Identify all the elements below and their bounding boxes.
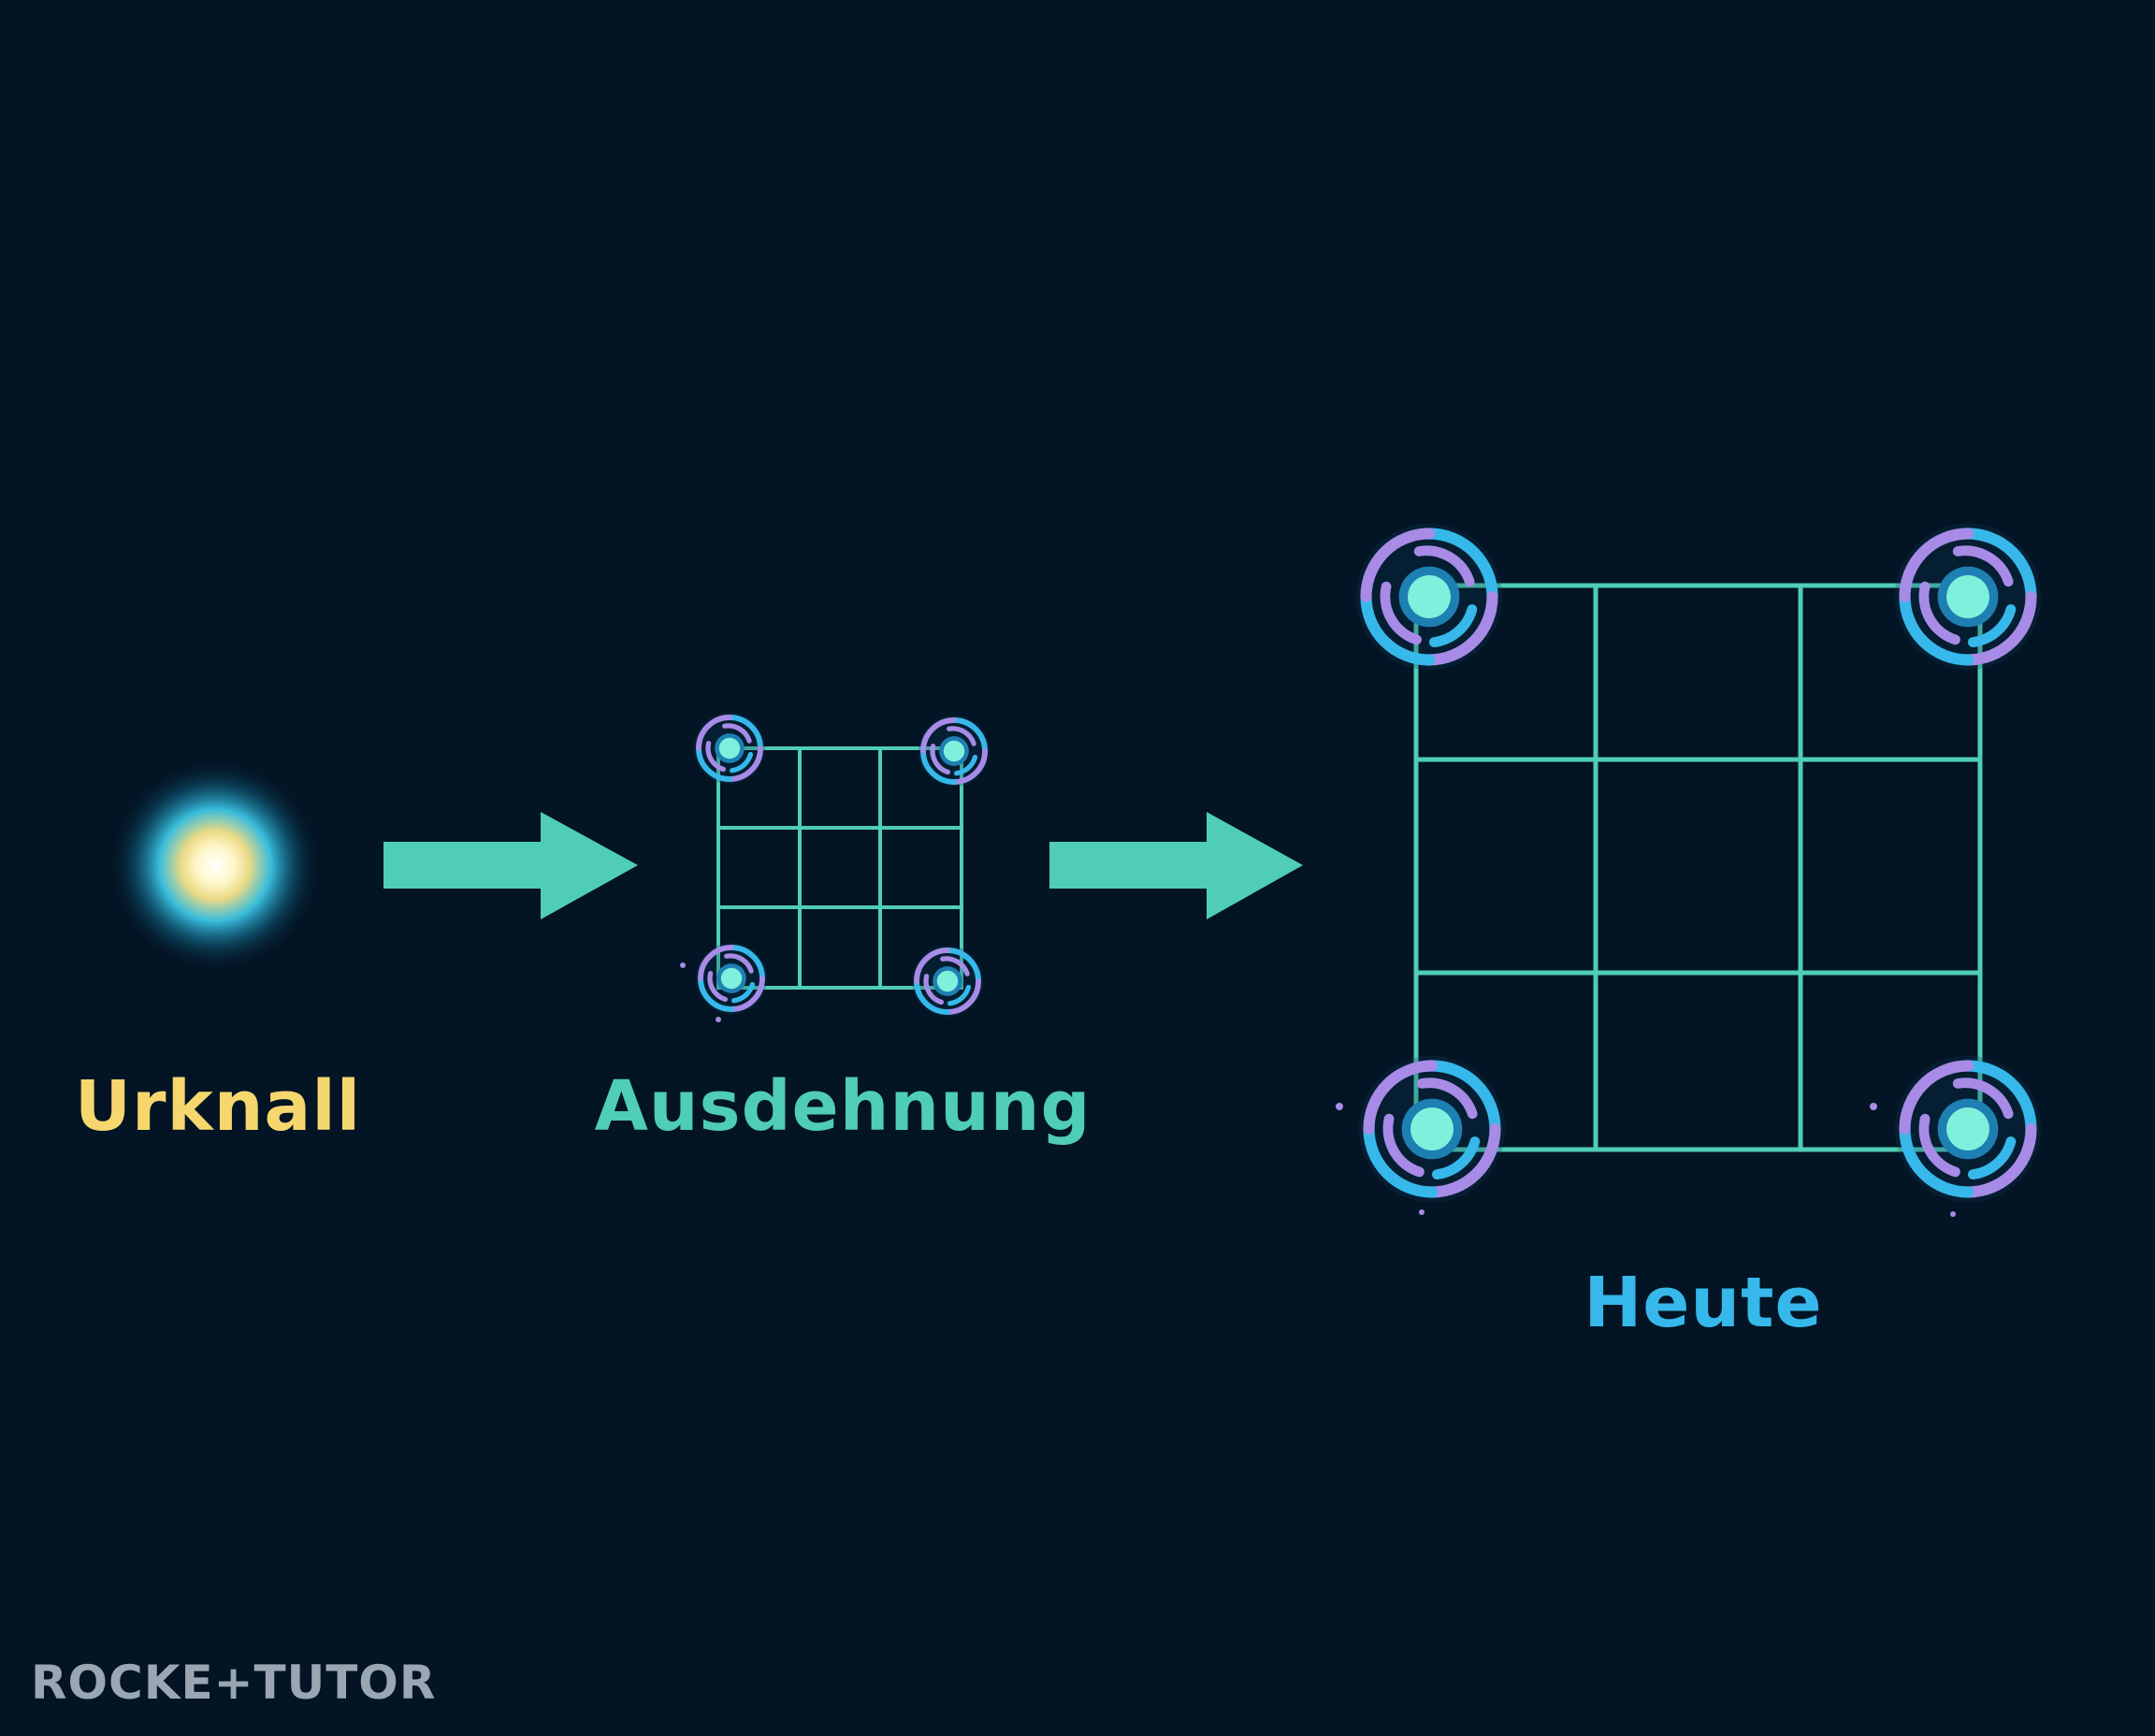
galaxy-icon (1895, 1056, 2042, 1203)
stage-label-expansion: Ausdehnung (594, 1066, 1092, 1147)
galaxy-icon (1356, 524, 1503, 671)
stage-label-bigbang: Urknall (74, 1066, 362, 1147)
galaxy-icon (694, 713, 766, 785)
galaxy-icon (912, 946, 984, 1018)
galaxy-icon (1359, 1056, 1506, 1203)
arrow-right-icon (1049, 812, 1303, 919)
bigbang-glow-icon (108, 758, 323, 973)
brand-logo: ROCKE+TUTOR (31, 1656, 437, 1710)
arrow-right-icon (383, 812, 638, 919)
small-space-grid (716, 746, 963, 990)
stage-label-today: Heute (1584, 1263, 1823, 1343)
galaxy-icon (1895, 524, 2042, 671)
star-dots (680, 962, 1956, 1217)
large-space-grid (1413, 583, 1983, 1152)
galaxy-icon (696, 943, 768, 1015)
galaxy-icon (918, 716, 991, 788)
